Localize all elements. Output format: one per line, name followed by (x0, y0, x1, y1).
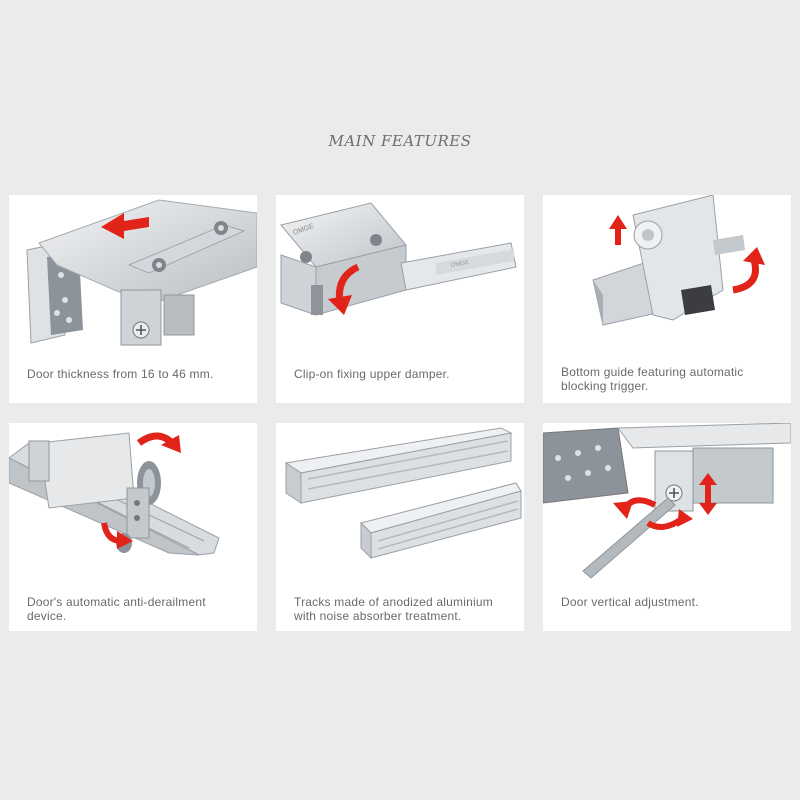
feature-card-bottom-guide: Bottom guide featuring automatic blockin… (543, 195, 791, 403)
feature-caption: Door vertical adjustment. (561, 595, 699, 609)
feature-caption: Bottom guide featuring automatic blockin… (561, 365, 744, 393)
feature-card-aluminium-tracks: Tracks made of anodized aluminium with n… (276, 423, 524, 631)
feature-caption: Tracks made of anodized aluminium with n… (294, 595, 493, 623)
vertical-adjustment-illustration (543, 423, 791, 588)
feature-caption: Door thickness from 16 to 46 mm. (27, 367, 214, 381)
upper-damper-illustration: OMGE OMGE (276, 195, 524, 360)
feature-card-door-thickness: Door thickness from 16 to 46 mm. (9, 195, 257, 403)
brand-label-damper: OMGE (450, 260, 469, 269)
feature-caption: Door's automatic anti-derailment device. (27, 595, 206, 623)
feature-card-upper-damper: OMGE OMGE Clip-on fixing upper damper. (276, 195, 524, 403)
features-grid: Door thickness from 16 to 46 mm. OMGE (9, 195, 791, 631)
bottom-guide-illustration (543, 195, 791, 360)
door-thickness-illustration (9, 195, 257, 360)
aluminium-tracks-illustration (276, 423, 524, 588)
feature-card-vertical-adjustment: Door vertical adjustment. (543, 423, 791, 631)
anti-derailment-illustration (9, 423, 257, 588)
feature-caption: Clip-on fixing upper damper. (294, 367, 450, 381)
feature-card-anti-derailment: Door's automatic anti-derailment device. (9, 423, 257, 631)
page-title: MAIN FEATURES (328, 132, 472, 150)
